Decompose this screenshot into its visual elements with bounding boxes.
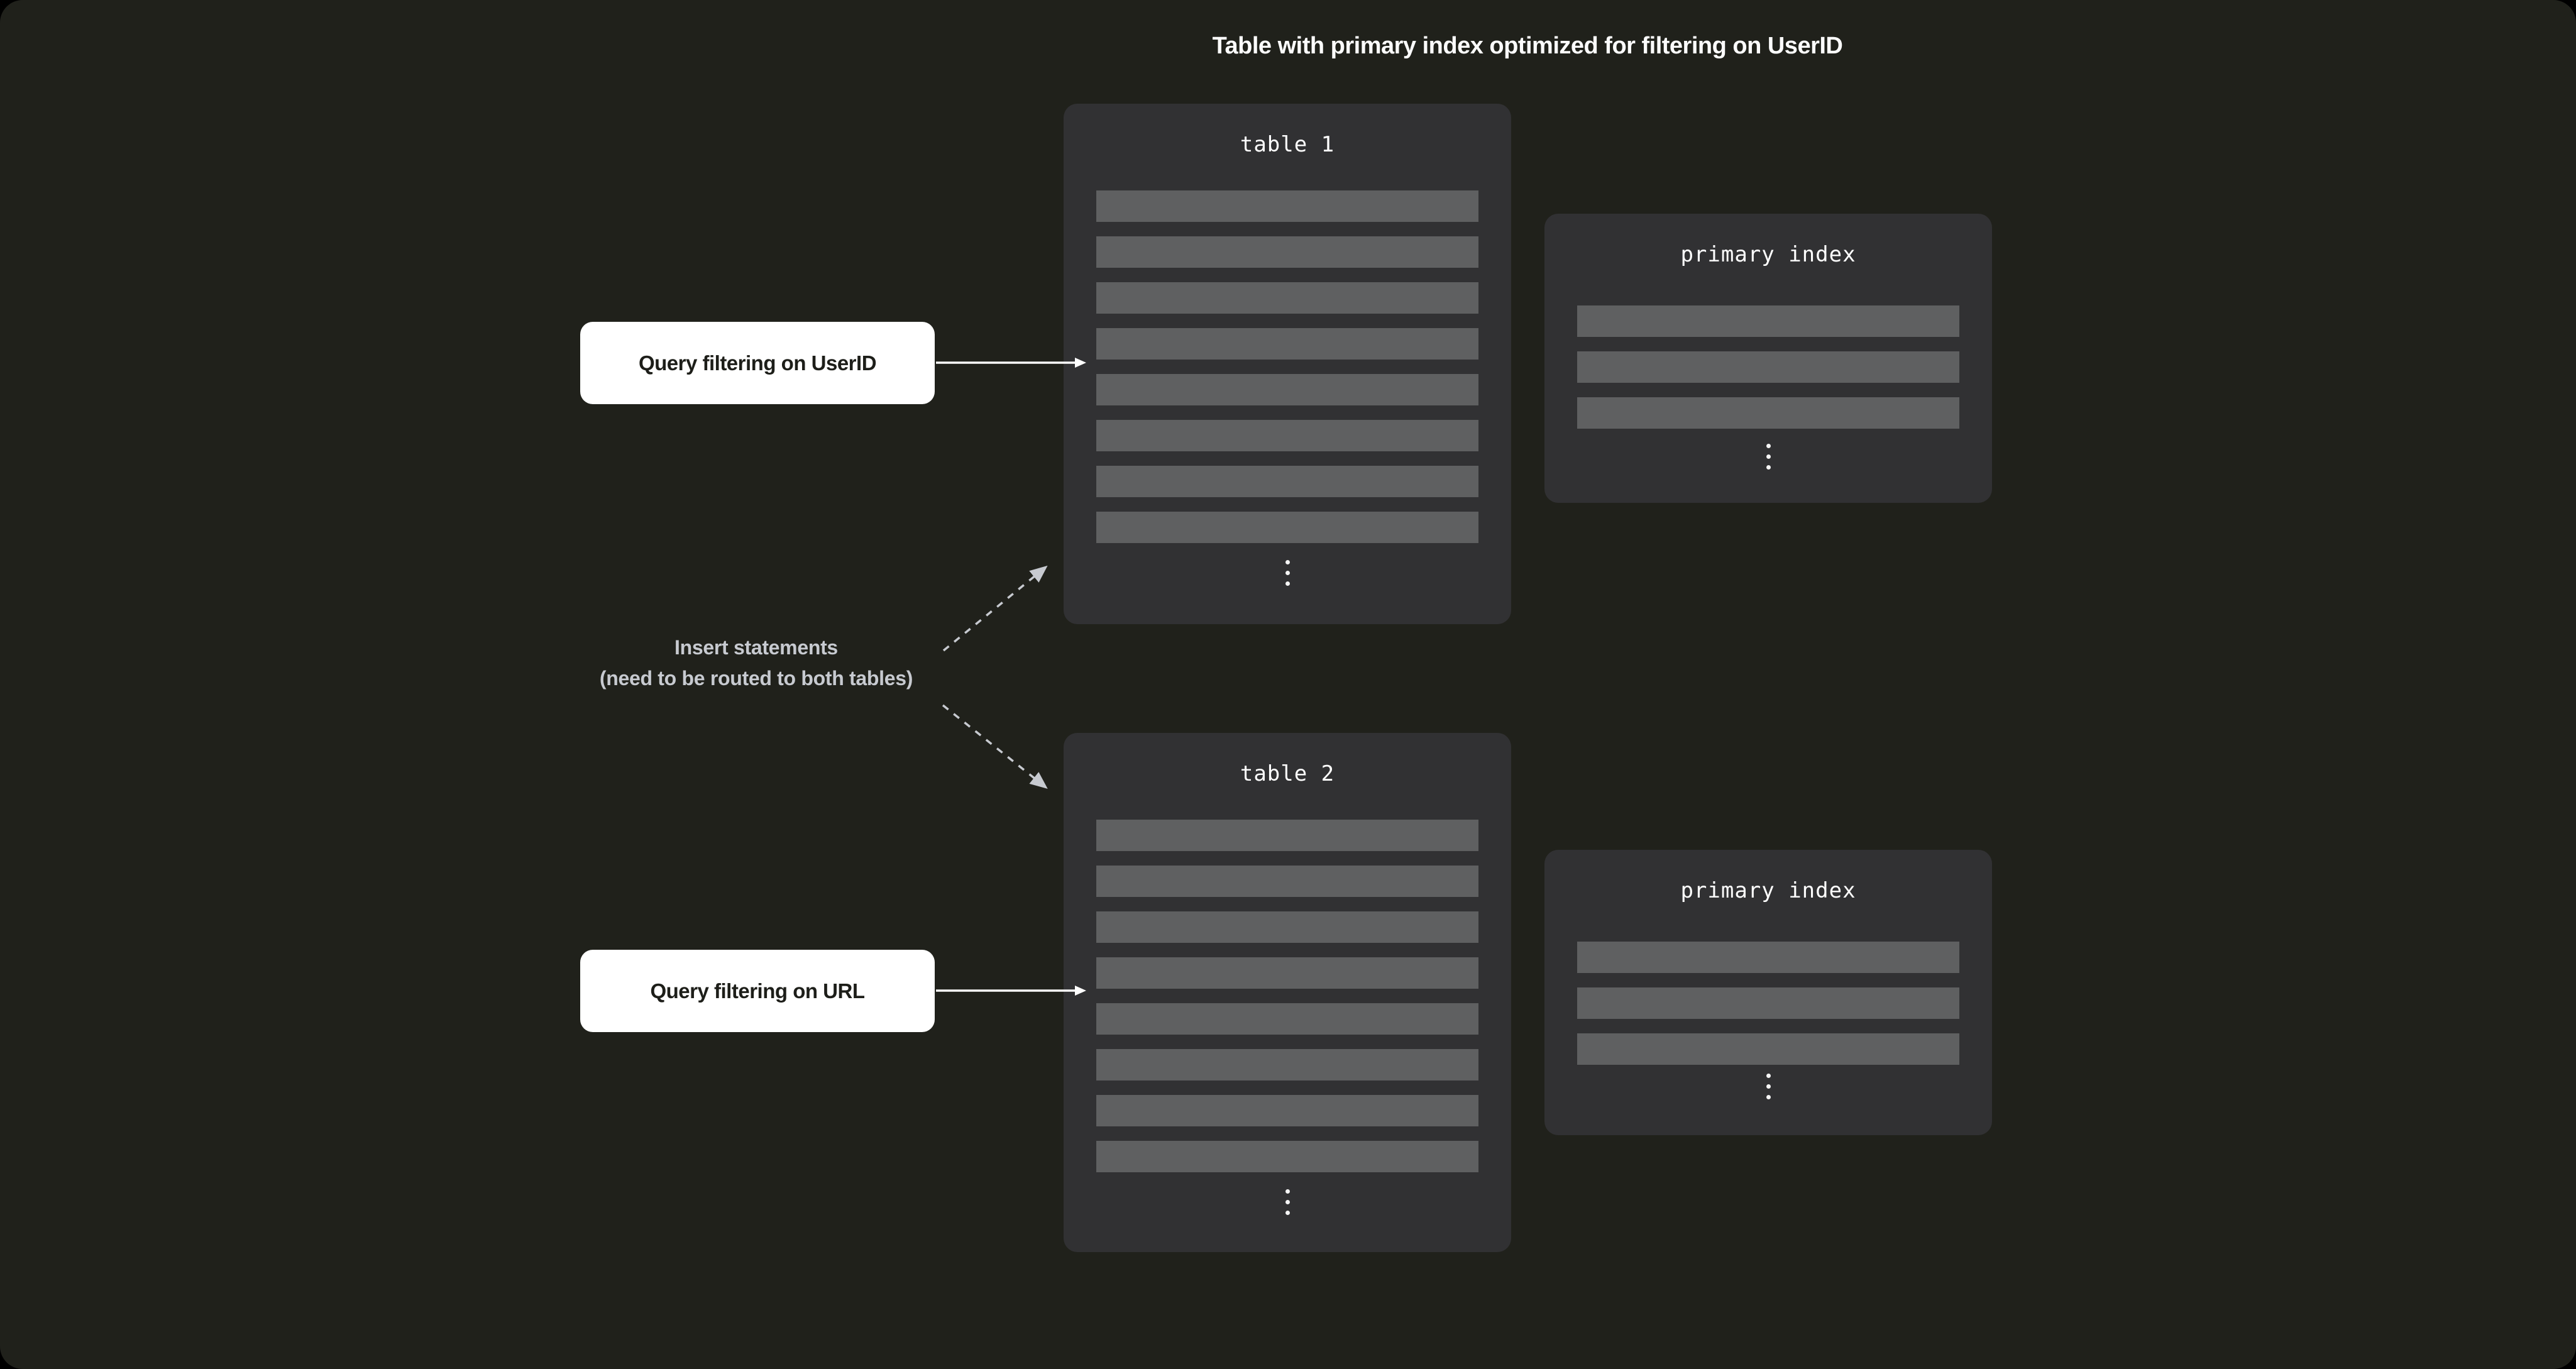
row-bar: [1096, 512, 1478, 543]
row-bar: [1096, 1095, 1478, 1126]
query-url-label-box: Query filtering on URL: [580, 950, 935, 1032]
query-userid-label-box: Query filtering on UserID: [580, 322, 935, 404]
insert-statements-note: Insert statements (need to be routed to …: [442, 632, 1071, 694]
primary-index2-panel: primary index: [1544, 850, 1992, 1135]
dot: [1766, 1074, 1771, 1078]
row-bar: [1096, 1141, 1478, 1172]
row-bar: [1096, 866, 1478, 897]
row-bar: [1577, 351, 1959, 383]
table1-ellipsis-icon: [1064, 560, 1511, 586]
primary-index2-ellipsis-icon: [1544, 1074, 1992, 1099]
dot: [1766, 465, 1771, 470]
dot: [1766, 444, 1771, 448]
table2-title: table 2: [1240, 761, 1335, 786]
primary-index2-title: primary index: [1680, 878, 1856, 903]
row-bar: [1096, 1049, 1478, 1080]
table2-ellipsis-icon: [1064, 1189, 1511, 1215]
dot: [1285, 1189, 1290, 1194]
table1-rows: [1096, 190, 1478, 543]
row-bar: [1096, 957, 1478, 989]
row-bar: [1577, 987, 1959, 1019]
row-bar: [1577, 397, 1959, 429]
dot: [1766, 1084, 1771, 1089]
row-bar: [1577, 1033, 1959, 1065]
row-bar: [1096, 374, 1478, 405]
primary-index1-ellipsis-icon: [1544, 444, 1992, 470]
row-bar: [1096, 466, 1478, 497]
query-url-label: Query filtering on URL: [650, 979, 865, 1003]
row-bar: [1096, 820, 1478, 851]
dot: [1285, 1211, 1290, 1215]
dot: [1766, 454, 1771, 459]
row-bar: [1096, 911, 1478, 943]
arrow-insert-to-table2-dashed: [942, 704, 1048, 789]
insert-statements-line2: (need to be routed to both tables): [599, 667, 913, 690]
row-bar: [1096, 1003, 1478, 1035]
primary-index1-rows: [1577, 305, 1959, 429]
row-bar: [1577, 305, 1959, 337]
table1-title: table 1: [1240, 132, 1335, 157]
row-bar: [1096, 282, 1478, 314]
table1-panel: table 1: [1064, 104, 1511, 624]
row-bar: [1096, 420, 1478, 451]
row-bar: [1096, 236, 1478, 268]
primary-index1-panel: primary index: [1544, 214, 1992, 503]
insert-statements-line1: Insert statements: [674, 636, 838, 659]
table2-rows: [1096, 820, 1478, 1172]
row-bar: [1096, 190, 1478, 222]
row-bar: [1096, 328, 1478, 360]
query-userid-label: Query filtering on UserID: [638, 351, 877, 375]
primary-index1-title: primary index: [1680, 242, 1856, 267]
dot: [1766, 1095, 1771, 1099]
primary-index2-rows: [1577, 942, 1959, 1065]
dot: [1285, 571, 1290, 575]
row-bar: [1577, 942, 1959, 973]
dot: [1285, 581, 1290, 586]
dot: [1285, 1200, 1290, 1204]
caption-top: Table with primary index optimized for f…: [1212, 33, 1843, 59]
table2-panel: table 2: [1064, 733, 1511, 1252]
dot: [1285, 560, 1290, 564]
